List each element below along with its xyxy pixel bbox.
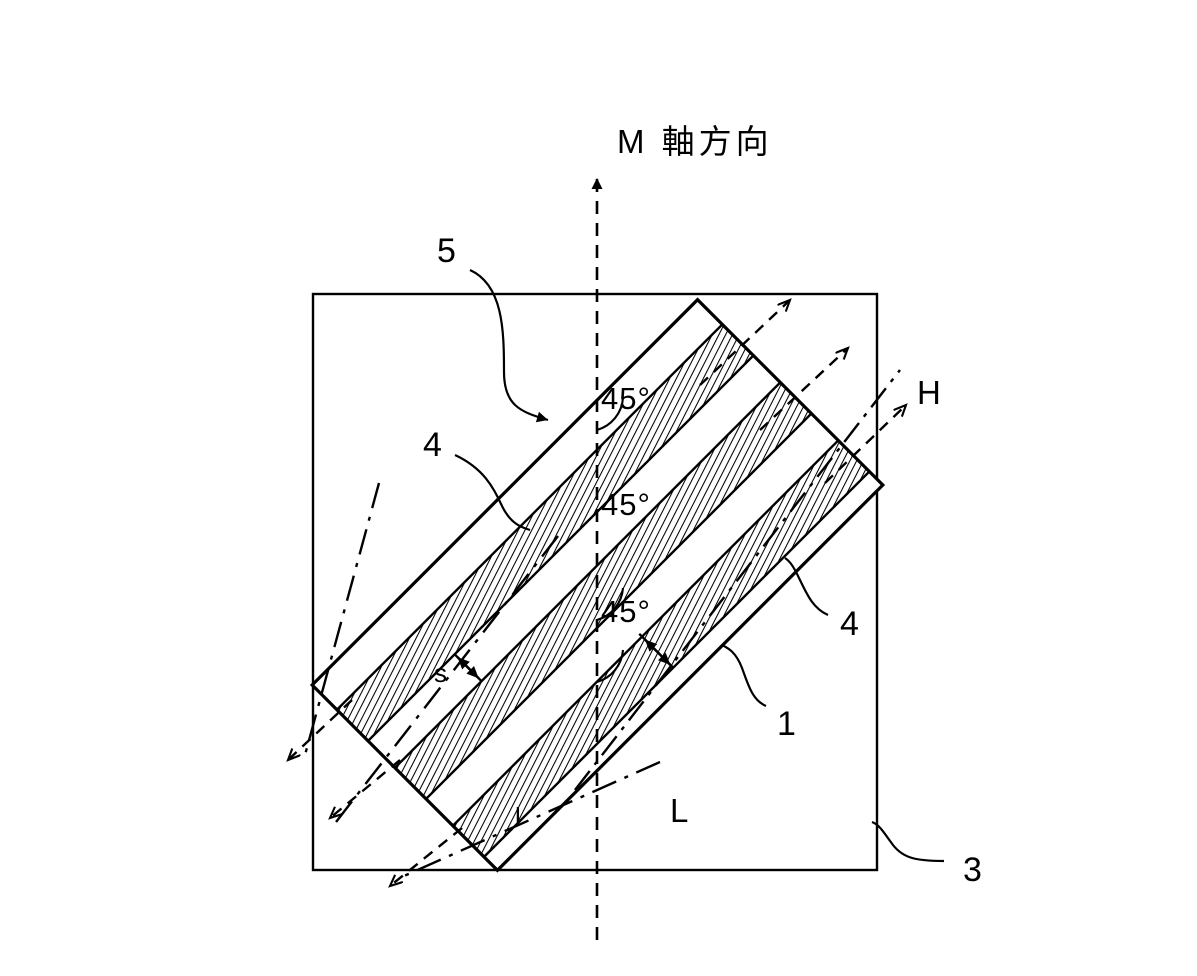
reference-numeral-4-right: 4 xyxy=(840,605,859,643)
leader-ref-1 xyxy=(721,644,767,708)
dim-arrow-l-up xyxy=(644,638,675,669)
m-axis-title: M 軸方向 xyxy=(617,123,773,160)
h-arrow-top xyxy=(699,300,790,386)
l-arrow-bottom xyxy=(390,827,463,886)
l-arrow-middle xyxy=(330,759,401,818)
angle-arcs xyxy=(596,397,625,684)
substrate-frame xyxy=(311,292,879,872)
leader-lines xyxy=(454,268,945,863)
angle-arc-middle xyxy=(596,587,625,622)
l-arrow-top xyxy=(288,699,353,760)
l-direction-lines xyxy=(303,482,661,878)
l-direction-arrows xyxy=(288,699,463,886)
h-arrow-middle xyxy=(759,348,848,431)
reference-numeral-1: 1 xyxy=(777,705,796,743)
h-dashdot-diagonal xyxy=(574,369,901,791)
leader-ref-4-left xyxy=(454,454,531,532)
angle-label-middle: 45° xyxy=(601,487,651,522)
reference-numeral-5: 5 xyxy=(437,232,456,270)
reference-numeral-3: 3 xyxy=(963,851,982,889)
angle-label-bottom: 45° xyxy=(601,594,651,629)
h-direction-label: H xyxy=(917,374,941,411)
l-direction-label: L xyxy=(670,792,689,829)
leader-ref-5 xyxy=(469,268,549,423)
reference-numeral-4-left: 4 xyxy=(423,426,442,464)
angle-arc-top xyxy=(596,397,625,432)
leader-ref-4-right xyxy=(784,557,829,617)
dimension-label-l: l xyxy=(515,802,521,832)
dimension-label-s: s xyxy=(434,658,447,688)
h-axis-dashdot-line xyxy=(574,369,901,791)
leader-ref-3 xyxy=(871,820,945,863)
angle-arc-bottom xyxy=(596,649,625,684)
l-line-middle xyxy=(335,535,559,823)
hatched-stripe-1 xyxy=(335,322,756,743)
h-direction-arrows xyxy=(699,300,906,484)
angle-label-top: 45° xyxy=(601,381,651,416)
